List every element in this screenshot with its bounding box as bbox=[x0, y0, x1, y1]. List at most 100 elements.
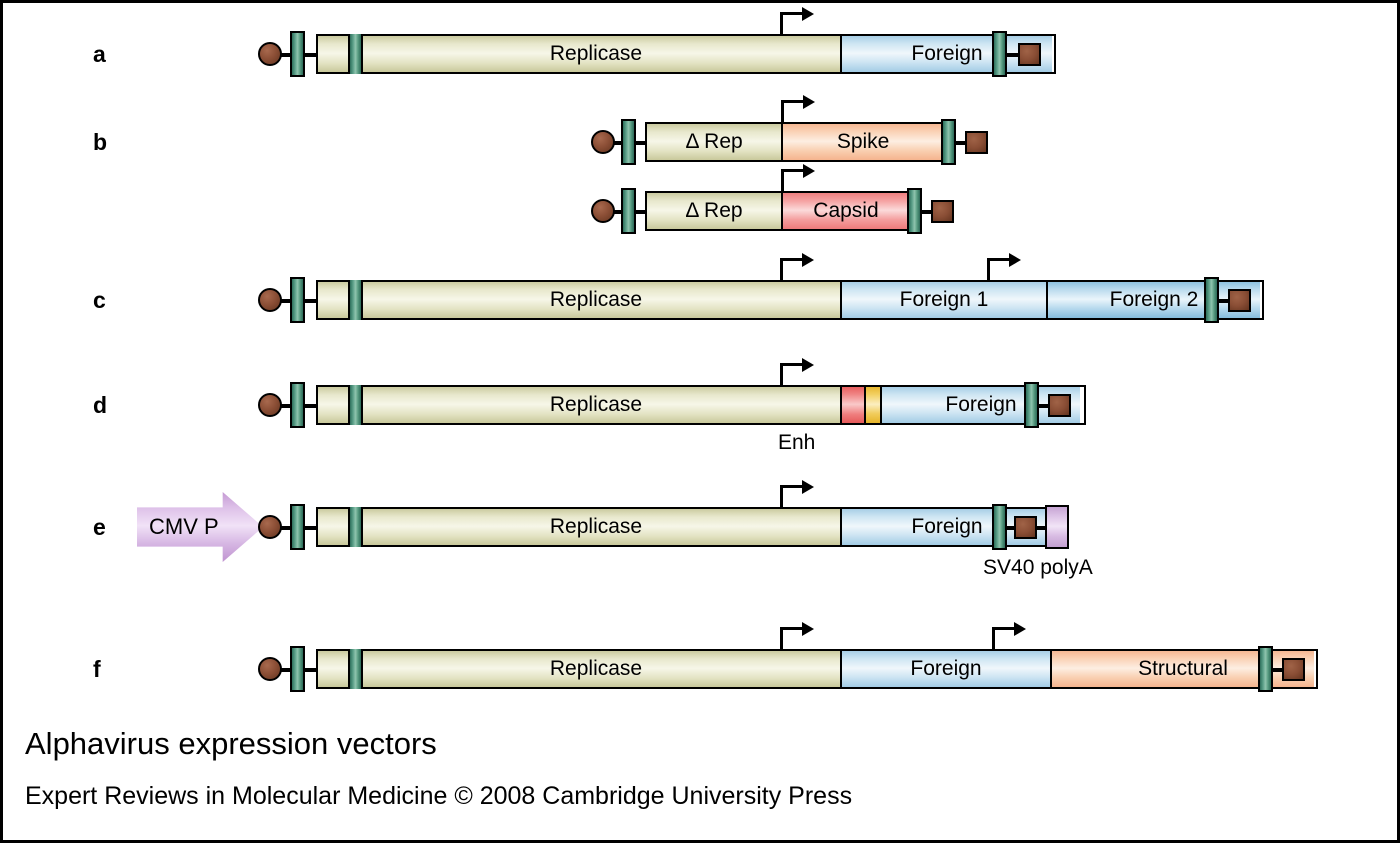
connector-stub bbox=[1006, 526, 1016, 530]
three-utr-green-bar bbox=[992, 504, 1007, 550]
segment-enhancer-spacer bbox=[864, 387, 880, 423]
segment-enhancer-core bbox=[840, 387, 864, 423]
three-prime-polya-icon bbox=[1282, 658, 1305, 681]
five-utr-green-bar bbox=[290, 31, 305, 77]
connector-stub bbox=[1037, 526, 1047, 530]
five-utr-green-bar bbox=[621, 188, 636, 234]
genome-box-c: Replicase Foreign 1 Foreign 2 bbox=[316, 280, 1264, 320]
construct-e: Replicase Foreign bbox=[258, 480, 1088, 550]
junction-green-bar bbox=[348, 649, 363, 689]
construct-d: Replicase Foreign bbox=[258, 358, 1088, 428]
five-prime-cap-icon bbox=[258, 42, 282, 66]
row-label-b: b bbox=[93, 129, 108, 155]
row-label-a: a bbox=[93, 41, 106, 67]
three-prime-polya-icon bbox=[931, 200, 954, 223]
row-label-e: e bbox=[93, 514, 106, 540]
segment-replicase: Replicase bbox=[350, 282, 840, 318]
five-prime-cap-icon bbox=[591, 199, 615, 223]
connector-stub bbox=[304, 53, 318, 57]
segment-replicase: Replicase bbox=[350, 387, 840, 423]
three-prime-polya-icon bbox=[1228, 289, 1251, 312]
three-utr-green-bar bbox=[992, 31, 1007, 77]
row-label-f: f bbox=[93, 656, 101, 682]
construct-a: Replicase Foreign bbox=[258, 7, 1058, 77]
segment-5utr bbox=[318, 387, 350, 423]
genome-box-a: Replicase Foreign bbox=[316, 34, 1056, 74]
segment-foreign-1: Foreign 1 bbox=[840, 282, 1046, 318]
three-utr-green-bar bbox=[1024, 382, 1039, 428]
five-prime-cap-icon bbox=[258, 657, 282, 681]
genome-box-e: Replicase Foreign bbox=[316, 507, 1056, 547]
junction-green-bar bbox=[348, 280, 363, 320]
three-prime-polya-icon bbox=[1048, 394, 1071, 417]
connector-stub bbox=[955, 141, 967, 145]
connector-stub bbox=[304, 668, 318, 672]
segment-foreign: Foreign bbox=[840, 509, 1052, 545]
five-utr-green-bar bbox=[290, 504, 305, 550]
five-utr-green-bar bbox=[621, 119, 636, 165]
connector-stub bbox=[280, 668, 292, 672]
segment-5utr bbox=[318, 36, 350, 72]
construct-b-spike: Δ Rep Spike bbox=[591, 95, 1021, 165]
connector-stub bbox=[280, 526, 292, 530]
construct-b-capsid: Δ Rep Capsid bbox=[591, 164, 991, 234]
connector-stub bbox=[1218, 299, 1230, 303]
five-utr-green-bar bbox=[290, 277, 305, 323]
segment-capsid: Capsid bbox=[780, 193, 909, 229]
connector-stub bbox=[635, 141, 647, 145]
figure-caption-title: Alphavirus expression vectors bbox=[25, 726, 437, 761]
sv40-polya-label: SV40 polyA bbox=[983, 556, 1093, 579]
genome-box-d: Replicase Foreign bbox=[316, 385, 1086, 425]
segment-replicase: Replicase bbox=[350, 509, 840, 545]
genome-box-f: Replicase Foreign Structural bbox=[316, 649, 1318, 689]
connector-stub bbox=[280, 404, 292, 408]
connector-stub bbox=[613, 141, 623, 145]
row-label-c: c bbox=[93, 287, 106, 313]
segment-delta-rep: Δ Rep bbox=[647, 124, 782, 160]
genome-box-b-spike: Δ Rep Spike bbox=[645, 122, 945, 162]
connector-stub bbox=[304, 526, 318, 530]
sv40-polya-box bbox=[1045, 505, 1069, 549]
segment-replicase: Replicase bbox=[350, 36, 840, 72]
enhancer-label: Enh bbox=[778, 431, 816, 454]
genome-box-b-capsid: Δ Rep Capsid bbox=[645, 191, 911, 231]
figure-canvas: a Replicase Foreign b Δ Rep Spike bbox=[3, 3, 1397, 840]
connector-stub bbox=[921, 210, 933, 214]
construct-c: Replicase Foreign 1 Foreign 2 bbox=[258, 253, 1264, 323]
segment-delta-rep: Δ Rep bbox=[647, 193, 781, 229]
junction-green-bar bbox=[348, 507, 363, 547]
connector-stub bbox=[280, 53, 292, 57]
connector-stub bbox=[304, 299, 318, 303]
connector-stub bbox=[635, 210, 647, 214]
connector-stub bbox=[304, 404, 318, 408]
cmv-promoter-arrow: CMV P bbox=[137, 492, 263, 562]
segment-foreign: Foreign bbox=[840, 651, 1050, 687]
three-utr-green-bar bbox=[1204, 277, 1219, 323]
junction-green-bar bbox=[348, 34, 363, 74]
segment-replicase: Replicase bbox=[350, 651, 840, 687]
segment-foreign: Foreign bbox=[840, 36, 1052, 72]
five-utr-green-bar bbox=[290, 646, 305, 692]
five-prime-cap-icon bbox=[591, 130, 615, 154]
connector-stub bbox=[613, 210, 623, 214]
three-prime-polya-icon bbox=[965, 131, 988, 154]
segment-5utr bbox=[318, 509, 350, 545]
figure-caption-credit: Expert Reviews in Molecular Medicine © 2… bbox=[25, 782, 853, 810]
five-utr-green-bar bbox=[290, 382, 305, 428]
three-utr-green-bar bbox=[907, 188, 922, 234]
junction-green-bar bbox=[348, 385, 363, 425]
segment-5utr bbox=[318, 651, 350, 687]
connector-stub bbox=[1272, 668, 1284, 672]
segment-spike: Spike bbox=[781, 124, 943, 160]
row-label-d: d bbox=[93, 392, 108, 418]
five-prime-cap-icon bbox=[258, 393, 282, 417]
three-utr-green-bar bbox=[1258, 646, 1273, 692]
segment-5utr bbox=[318, 282, 350, 318]
connector-stub bbox=[280, 299, 292, 303]
three-prime-polya-icon bbox=[1018, 43, 1041, 66]
three-prime-polya-icon bbox=[1014, 516, 1037, 539]
five-prime-cap-icon bbox=[258, 515, 282, 539]
three-utr-green-bar bbox=[941, 119, 956, 165]
connector-stub bbox=[1038, 404, 1050, 408]
